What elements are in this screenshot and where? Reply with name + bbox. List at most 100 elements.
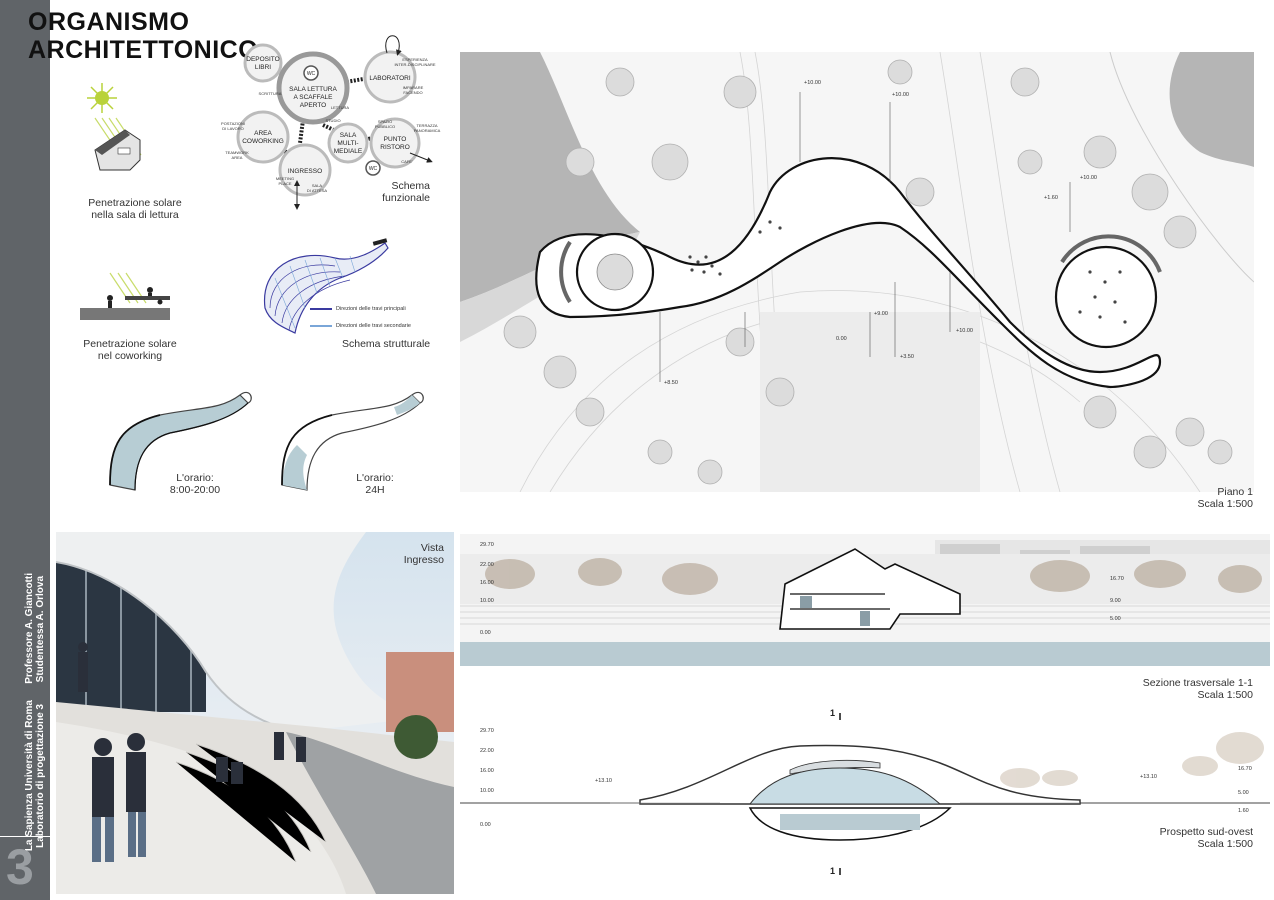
- note-spazio-1: SPAZIO: [378, 119, 392, 124]
- elev-level-left-3: 16.00: [480, 768, 494, 774]
- schedule-24h-line1: L'orario:: [356, 472, 394, 484]
- elev-level-mid-left: +13.10: [595, 778, 612, 784]
- plan-level-6: +10.00: [956, 328, 973, 334]
- schedule-day-line2: 8:00-20:00: [169, 484, 221, 496]
- note-meeting-2: PLACE: [278, 181, 291, 186]
- sidebar-student: Studentessa A. Orlova: [35, 576, 46, 683]
- node-punto-ristoro: [369, 117, 421, 169]
- plan-level-1: +10.00: [804, 80, 821, 86]
- entrance-render: Vista Ingresso: [56, 532, 454, 894]
- label-area-1: AREA: [254, 130, 272, 137]
- elev-cut-label-top: 1: [830, 708, 836, 718]
- section-level-right-3: 5.00: [1110, 616, 1121, 622]
- schedule-diagram-day: [109, 391, 252, 491]
- solar-diagram-coworking: [80, 272, 170, 320]
- node-wc-2: [365, 160, 381, 176]
- label-multi-1: SALA: [340, 132, 357, 139]
- node-multimediale: [327, 122, 369, 164]
- elev-level-left-4: 10.00: [480, 788, 494, 794]
- elev-level-mid-right: +13.10: [1140, 774, 1157, 780]
- plan-caption-scale: Scala 1:500: [1197, 498, 1253, 510]
- elev-level-right-1: 16.70: [1238, 766, 1252, 772]
- node-coworking: [236, 110, 290, 164]
- label-sala-2: A SCAFFALE: [293, 94, 333, 101]
- note-scrittura: SCRITTURA: [259, 91, 282, 96]
- label-laboratori: LABORATORI: [369, 75, 410, 82]
- plan-caption-name: Piano 1: [1217, 486, 1253, 498]
- plan-level-8: 0.00: [836, 336, 847, 342]
- sidebar-course: Laboratorio di progettazione 3: [35, 704, 46, 848]
- note-postazioni-2: DI LAVORO: [222, 126, 244, 131]
- sheet-number: 3: [6, 839, 34, 895]
- plan-level-5: +9.00: [874, 311, 888, 317]
- legend-swatch-main: [310, 308, 332, 310]
- render-caption: Vista Ingresso: [364, 542, 444, 566]
- functional-schema-title-1: Schema: [391, 180, 430, 192]
- plan-caption: Piano 1 Scala 1:500: [1150, 486, 1253, 510]
- legend-item-secondary: Direzioni delle travi secondarie: [310, 321, 411, 331]
- elevation-caption: Prospetto sud-ovest Scala 1:500: [1100, 826, 1253, 850]
- note-lettura: LETTURA: [331, 105, 350, 110]
- legend-label-main: Direzioni delle travi principali: [336, 306, 406, 312]
- note-cafe: CAFE': [401, 159, 413, 164]
- functional-schema-title: Schema funzionale: [340, 180, 430, 204]
- plan-level-7: +3.50: [900, 354, 914, 360]
- section-level-right-1: 16.70: [1110, 576, 1124, 582]
- plan-level-4: +1.60: [1044, 195, 1058, 201]
- sun-icon: [87, 83, 117, 113]
- solar-caption-reading-line1: Penetrazione solare: [88, 197, 182, 209]
- structural-schema-drawing: [263, 238, 389, 334]
- legend-swatch-secondary: [310, 325, 332, 327]
- label-sala-3: APERTO: [300, 102, 327, 109]
- label-deposito-2: LIBRI: [255, 64, 271, 71]
- schedule-24h-line2: 24H: [365, 484, 385, 496]
- note-spazio-2: PUBBLICO: [375, 124, 395, 129]
- note-teamwork-2: AREA: [232, 155, 243, 160]
- title-line-1: ORGANISMO: [28, 8, 190, 36]
- node-deposito: [243, 43, 283, 83]
- solar-caption-coworking-line2: nel coworking: [97, 350, 163, 362]
- solar-caption-reading: Penetrazione solare nella sala di lettur…: [70, 197, 200, 221]
- legend-label-secondary: Direzioni delle travi secondarie: [336, 323, 411, 329]
- schedule-caption-24h: L'orario: 24H: [345, 472, 405, 496]
- section-level-left-4: 10.00: [480, 598, 494, 604]
- sidebar: La Sapienza Università di Roma Laborator…: [0, 0, 50, 900]
- label-sala-1: SALA LETTURA: [289, 86, 337, 93]
- note-studio: STUDIO: [325, 118, 340, 123]
- elev-level-right-2: 5.00: [1238, 790, 1249, 796]
- page-title: ORGANISMO ARCHITETTONICO: [28, 8, 258, 64]
- section-caption: Sezione trasversale 1-1 Scala 1:500: [1100, 677, 1253, 701]
- plan-level-9: +8.50: [664, 380, 678, 386]
- note-meeting-1: MEETING: [276, 176, 294, 181]
- functional-schema: DEPOSITO LIBRI WC SALA LETTURA A SCAFFAL…: [221, 35, 441, 210]
- plan-level-3: +10.00: [1080, 175, 1097, 181]
- label-wc-2: WC: [369, 166, 378, 172]
- sidebar-divider: [0, 836, 50, 837]
- note-teamwork-1: TEAMWORK: [225, 150, 249, 155]
- solar-caption-coworking: Penetrazione solare nel coworking: [65, 338, 195, 362]
- plan-level-2: +10.00: [892, 92, 909, 98]
- section-level-left-1: 29.70: [480, 542, 494, 548]
- note-terrazza-1: TERRAZZA: [416, 123, 437, 128]
- note-esperienza-2: INTER-DISCIPLINARE: [394, 62, 435, 67]
- label-multi-3: MEDIALE: [334, 148, 363, 155]
- note-esperienza-1: ESPERIENZA: [402, 57, 428, 62]
- schedule-caption-day: L'orario: 8:00-20:00: [160, 472, 230, 496]
- node-wc-1: [303, 65, 319, 81]
- note-imparare-1: IMPARARE: [403, 85, 424, 90]
- structural-legend: Direzioni delle travi principali Direzio…: [310, 304, 411, 331]
- schedule-diagram-24h: [281, 391, 424, 491]
- cross-section: 29.70 22.00 16.00 10.00 0.00 16.70 9.00 …: [460, 534, 1270, 666]
- floor-plan: +10.00 +10.00 +10.00 +1.60 +9.00 +10.00 …: [460, 52, 1254, 492]
- label-area-2: COWORKING: [242, 138, 284, 145]
- solar-caption-coworking-line1: Penetrazione solare: [83, 338, 177, 350]
- section-level-left-2: 22.00: [480, 562, 494, 568]
- structural-schema-title: Schema strutturale: [342, 338, 431, 350]
- note-terrazza-2: PANORAMICA: [414, 128, 441, 133]
- render-caption-line2: Ingresso: [403, 554, 444, 566]
- elevation-caption-name: Prospetto sud-ovest: [1159, 826, 1253, 838]
- elev-level-left-1: 29.70: [480, 728, 494, 734]
- section-caption-name: Sezione trasversale 1-1: [1142, 677, 1253, 689]
- section-level-left-3: 16.00: [480, 580, 494, 586]
- sidebar-professor: Professore A. Giancotti: [24, 573, 35, 684]
